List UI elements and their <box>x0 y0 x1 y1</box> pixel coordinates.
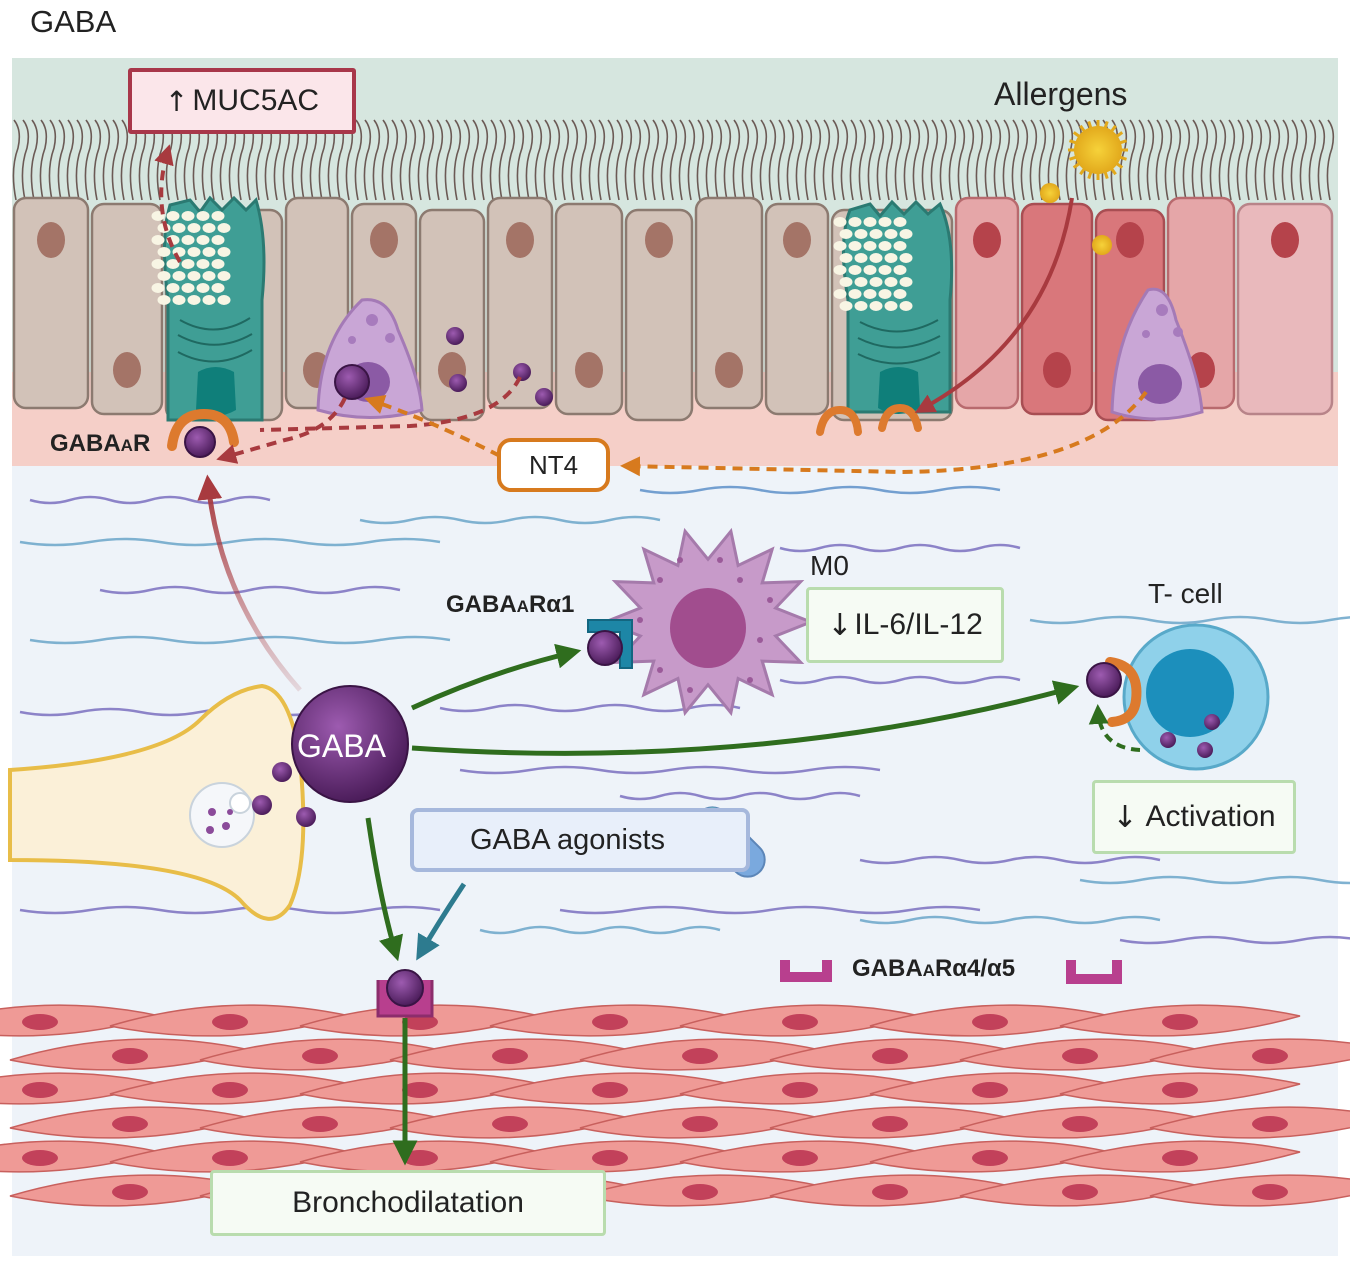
bronchodilatation-box: Bronchodilatation <box>210 1170 606 1236</box>
gabaar-alpha1-label: GABAARα1 <box>446 591 575 618</box>
epithelial-cells <box>12 196 1334 422</box>
smooth-muscle-receptor-bound <box>376 969 434 1018</box>
activation-label: Activation <box>1145 800 1276 833</box>
arrow-gaba-to-tcell <box>411 680 1080 756</box>
allergen-particles <box>1040 120 1128 255</box>
arrow-neuroendocrine-to-nt4 <box>620 390 1148 477</box>
bronchodilatation-label: Bronchodilatation <box>292 1186 524 1219</box>
nerve-terminal <box>8 683 306 921</box>
gaba-molecules-small <box>252 327 553 827</box>
arrow-gaba-to-macrophage <box>410 643 582 711</box>
nt4-box: NT4 <box>497 438 610 492</box>
arrow-agonists-to-smooth-muscle <box>416 882 467 961</box>
arrow-gaba-to-smooth-muscle <box>365 817 404 962</box>
arrow-gaba-release <box>259 376 522 432</box>
unbound-receptor-1 <box>816 405 862 436</box>
arrow-goblet-to-muc5ac <box>154 144 182 263</box>
t-cell-label: T- cell <box>1148 578 1223 609</box>
nt4-label: NT4 <box>528 449 579 480</box>
up-arrow-icon: ↑ <box>164 84 189 118</box>
goblet-cell-right <box>833 199 954 414</box>
arrow-tcell-autocrine <box>1088 704 1141 752</box>
unbound-receptor-2 <box>878 403 922 432</box>
m0-label: M0 <box>810 550 849 581</box>
gabaar-alpha1-receptor <box>587 619 633 669</box>
figure-title: GABA <box>30 4 117 39</box>
il6-il12-box: ↓ IL-6/IL-12 <box>806 587 1004 663</box>
gaba-agonists-box: GABA agonists <box>410 808 750 872</box>
muc5ac-label: MUC5AC <box>192 84 320 117</box>
gaba-molecule-large <box>291 685 409 803</box>
gabaar-epithelial-receptor <box>167 408 239 458</box>
down-arrow-icon: ↓ <box>1112 799 1138 835</box>
activation-box: ↓ Activation <box>1092 780 1296 854</box>
pathway-arrows <box>154 144 1148 1166</box>
gaba-agonists-label: GABA agonists <box>470 823 666 856</box>
gabaar-label: GABAAR <box>50 430 151 457</box>
arrow-nt4-to-neuroendocrine <box>364 394 501 458</box>
gaba-molecule-label: GABA <box>297 728 386 764</box>
muc5ac-box: ↑ MUC5AC <box>128 68 356 134</box>
allergens-label: Allergens <box>994 76 1128 112</box>
t-cell <box>1122 623 1270 771</box>
goblet-cell-left <box>151 195 266 422</box>
gabaar-alpha5-receptor <box>1066 960 1122 984</box>
arrow-gaba-to-gabaar <box>197 474 302 692</box>
down-arrow-icon: ↓ <box>827 607 853 643</box>
il6-il12-label: IL-6/IL-12 <box>854 608 983 641</box>
arrow-neuroendocrine-to-gabaar <box>216 397 347 464</box>
collagen-fibers <box>19 485 1350 945</box>
smooth-muscle-layer <box>0 1004 1350 1207</box>
arrow-allergen-to-receptor <box>914 197 1074 413</box>
gabaar-alpha4-receptor <box>780 960 832 982</box>
tcell-receptor <box>1086 657 1142 727</box>
gabaar-alpha4-alpha5-label: GABAARα4/α5 <box>852 955 1016 982</box>
neuroendocrine-cell-right <box>1110 287 1204 421</box>
